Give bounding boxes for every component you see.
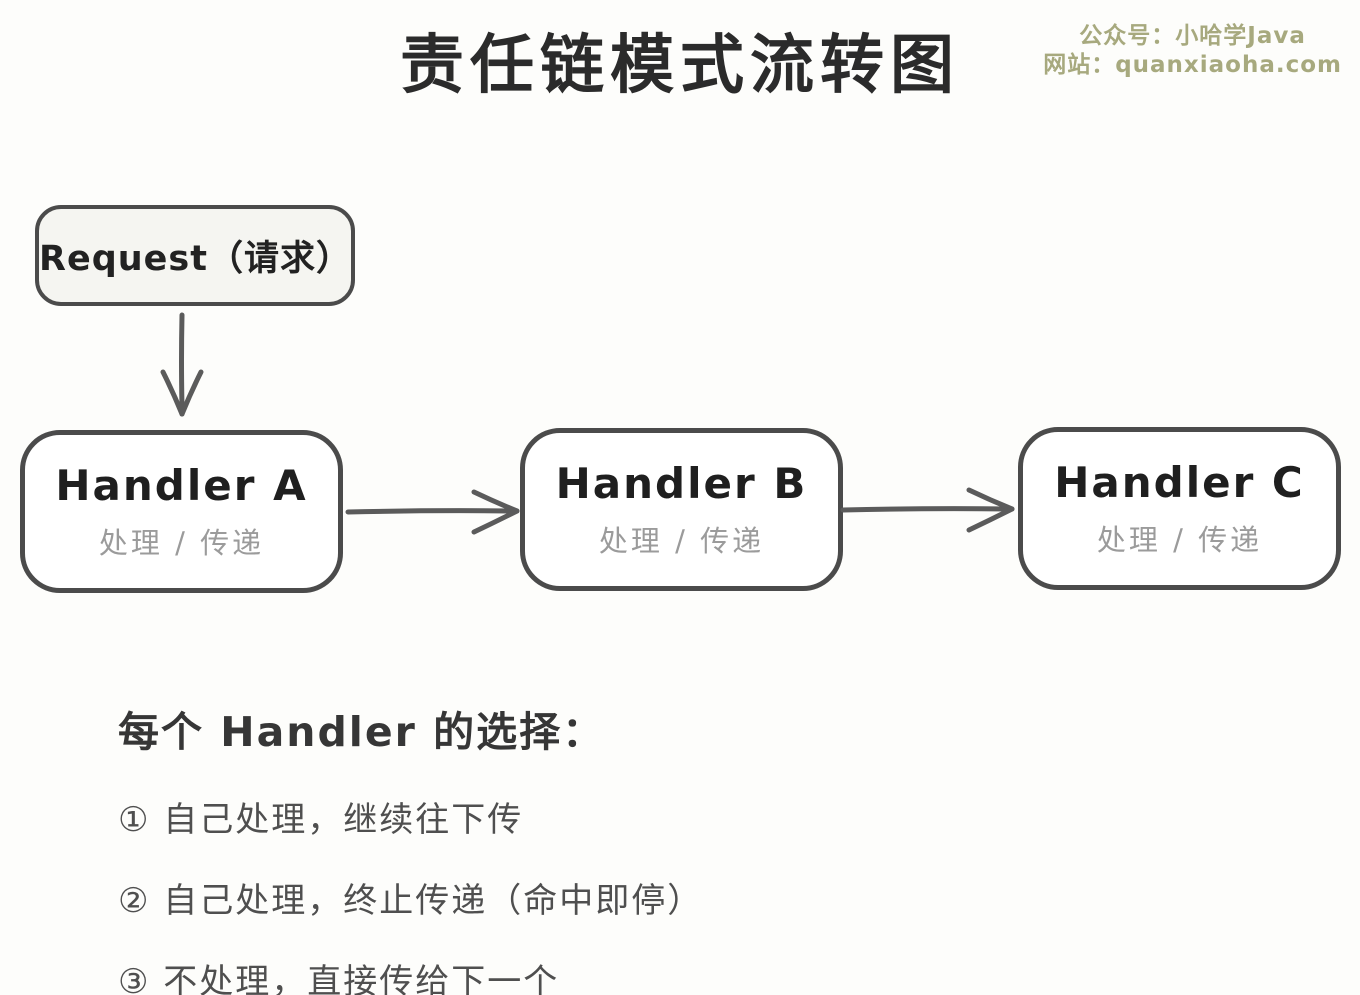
handler-a-name: Handler A: [55, 461, 308, 510]
watermark: 公众号：小哈学Java 网站：quanxiaoha.com: [1043, 22, 1342, 80]
arrow-down-icon: [160, 312, 204, 417]
node-request: Request（请求）: [35, 205, 355, 306]
handler-a-subtitle: 处理 / 传递: [98, 526, 265, 560]
notes-section: 每个 Handler 的选择： ① 自己处理，继续往下传 ② 自己处理，终止传递…: [118, 698, 703, 995]
note-item-1: ① 自己处理，继续往下传: [118, 800, 524, 840]
page-title: 责任链模式流转图: [400, 29, 960, 103]
handler-b-name: Handler B: [555, 459, 808, 508]
handler-c-subtitle: 处理 / 传递: [1096, 523, 1263, 557]
handler-c-name: Handler C: [1054, 458, 1305, 507]
node-handler-b: Handler B 处理 / 传递: [520, 428, 843, 591]
handler-b-subtitle: 处理 / 传递: [598, 524, 765, 558]
watermark-site-line: 网站：quanxiaoha.com: [1043, 52, 1342, 78]
watermark-account-line: 公众号：小哈学Java: [1079, 23, 1306, 49]
node-handler-a: Handler A 处理 / 传递: [20, 430, 343, 593]
arrow-right-icon: [345, 489, 520, 535]
note-item-2: ② 自己处理，终止传递（命中即停）: [118, 881, 704, 921]
note-item-3: ③ 不处理，直接传给下一个: [118, 962, 560, 995]
notes-heading: 每个 Handler 的选择：: [118, 708, 606, 756]
arrow-right-icon: [840, 487, 1015, 533]
node-handler-c: Handler C 处理 / 传递: [1018, 427, 1341, 590]
node-request-label: Request（请求）: [39, 239, 352, 279]
